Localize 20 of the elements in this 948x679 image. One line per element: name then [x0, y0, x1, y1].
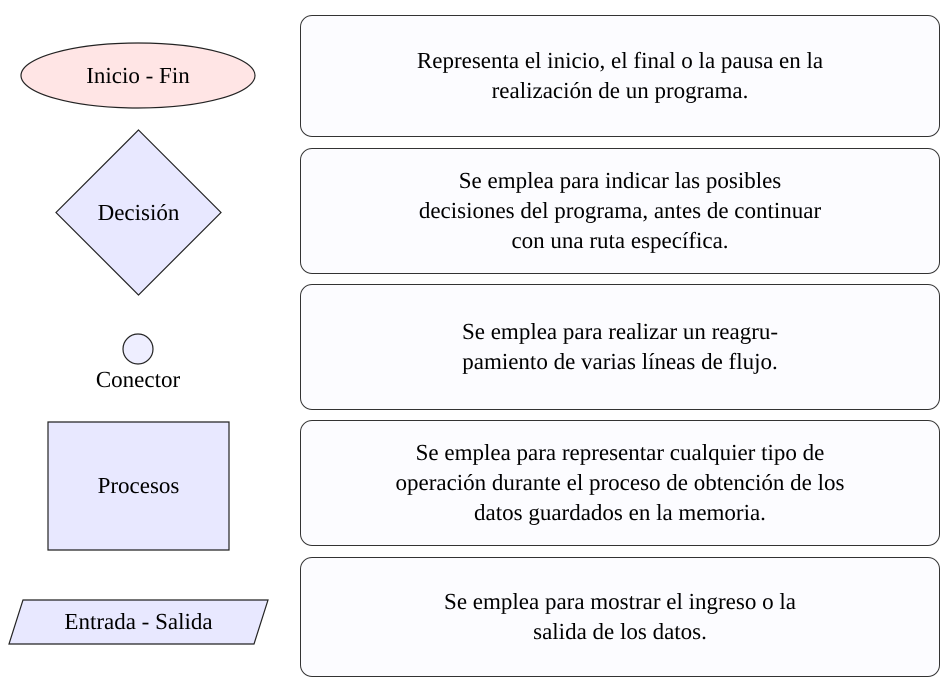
shape-label: Inicio - Fin — [86, 62, 190, 90]
process-box — [48, 422, 229, 550]
description-text: Representa el inicio, el final o la pausa en la realización de un programa. — [416, 47, 824, 105]
description-box — [300, 148, 940, 274]
shape-label: Entrada - Salida — [64, 608, 213, 636]
description-text: Se emplea para indicar las posibles decisiones del programa, antes de continuar con una ruta específica. — [418, 167, 822, 255]
description-box — [300, 284, 940, 410]
description-box — [300, 420, 940, 546]
description-text: Se emplea para mostrar el ingreso o la salida de los datos. — [443, 588, 797, 646]
shape-caption: Conector — [96, 367, 180, 393]
connector-circle — [123, 334, 153, 364]
description-box — [300, 15, 940, 137]
shape-label: Procesos — [98, 472, 180, 500]
terminal-ellipse — [21, 43, 255, 108]
description-text: Se emplea para realizar un reagru- pamiento de varias líneas de flujo. — [460, 318, 780, 376]
description-text: Se emplea para representar cualquier tipo de operación durante el proceso de obtención de los datos guardados en la memoria. — [394, 439, 846, 527]
description-box — [300, 557, 940, 677]
input-output-parallelogram — [9, 600, 268, 644]
decision-diamond — [56, 130, 221, 295]
shape-label: Decisión — [98, 198, 180, 226]
